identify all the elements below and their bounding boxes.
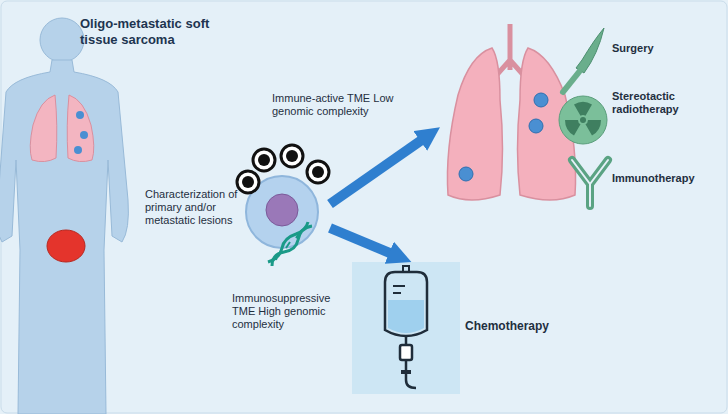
lung-left <box>447 48 502 200</box>
radiation-blade <box>586 120 602 136</box>
cell-nucleus <box>266 194 298 226</box>
body-lung <box>30 95 57 162</box>
radiation-disc <box>559 96 607 144</box>
iv-drip-chamber <box>400 345 412 360</box>
metastasis-dot <box>459 167 473 181</box>
iv-bag-icon <box>385 266 427 388</box>
scalpel-icon <box>563 28 604 92</box>
cell-node: Characterization of primary and/or metas… <box>240 150 330 270</box>
lymphocyte <box>237 171 259 193</box>
local-therapy-group: SurgeryStereotactic radiotherapyImmunoth… <box>440 20 725 215</box>
radiation-icon <box>559 96 607 144</box>
metastasis-dot <box>76 111 84 119</box>
radiation-blade <box>565 120 581 136</box>
node-label: Surgery <box>612 42 722 55</box>
human-body <box>0 18 128 414</box>
lymphocyte-nucleus <box>286 150 298 162</box>
metastasis-dot <box>74 146 82 154</box>
diagram-title: Oligo-metastatic soft tissue sarcoma <box>80 16 225 48</box>
tumor-cell <box>237 145 329 266</box>
lungs <box>447 24 575 200</box>
flow-arrow <box>330 228 397 256</box>
edge-label: Immunosuppressive TME High genomic compl… <box>232 292 350 331</box>
radiation-center <box>580 117 586 123</box>
lymphocyte-nucleus <box>258 154 270 166</box>
cell-membrane <box>246 176 318 248</box>
lymphocyte <box>307 161 329 183</box>
node-label: Characterization of primary and/or metas… <box>145 188 255 227</box>
metastasis-dot <box>80 131 88 139</box>
iv-bag <box>385 272 427 336</box>
iv-tube <box>405 337 408 345</box>
lymphocyte <box>253 149 275 171</box>
body-head <box>40 18 84 62</box>
iv-liquid <box>388 300 424 333</box>
dna-strand <box>272 226 312 266</box>
node-label: Chemotherapy <box>465 320 575 333</box>
radiation-blade <box>574 102 592 116</box>
dna-strand <box>268 222 308 262</box>
iv-clamp <box>401 370 411 374</box>
node-label: Immunotherapy <box>612 172 722 185</box>
lymphocyte <box>281 145 303 167</box>
trachea <box>494 24 526 78</box>
dna-rung <box>276 232 300 260</box>
iv-mark <box>393 285 405 287</box>
scalpel-blade <box>576 28 604 73</box>
antibody-inner <box>572 160 608 206</box>
body-torso <box>0 60 128 414</box>
metastasis-dot <box>534 93 548 107</box>
flow-arrow <box>330 136 427 204</box>
lymphocyte-nucleus <box>312 166 324 178</box>
primary-tumor <box>47 230 85 262</box>
body-lung <box>67 95 94 162</box>
node-label: Stereotactic radiotherapy <box>612 90 712 116</box>
chemotherapy-box: Chemotherapy <box>352 262 460 394</box>
metastasis-dot <box>529 119 543 133</box>
lung-right <box>518 48 576 200</box>
antibody-shape <box>572 160 608 206</box>
scalpel-handle <box>563 72 579 92</box>
antibody-icon <box>572 160 608 206</box>
edge-label: Immune-active TME Low genomic complexity <box>272 92 422 118</box>
iv-mark <box>393 292 401 294</box>
iv-hanger <box>403 266 409 272</box>
iv-tube <box>406 360 416 388</box>
lymphocyte-nucleus <box>242 176 254 188</box>
